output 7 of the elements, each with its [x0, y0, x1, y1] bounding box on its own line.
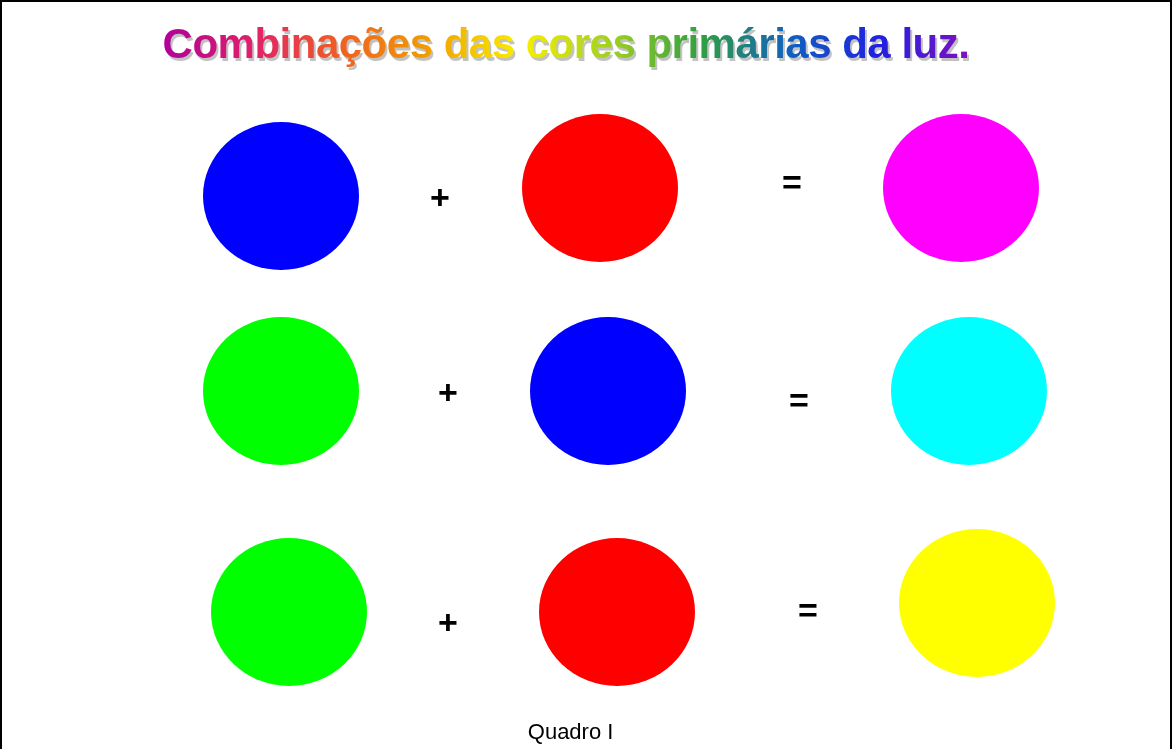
operator-sign: +	[430, 180, 450, 214]
operator-sign: =	[798, 593, 818, 627]
caption: Quadro I	[527, 719, 614, 745]
operator-sign: =	[789, 383, 809, 417]
operator-sign: +	[438, 375, 458, 409]
operator-sign: =	[782, 165, 802, 199]
operator-sign: +	[438, 605, 458, 639]
